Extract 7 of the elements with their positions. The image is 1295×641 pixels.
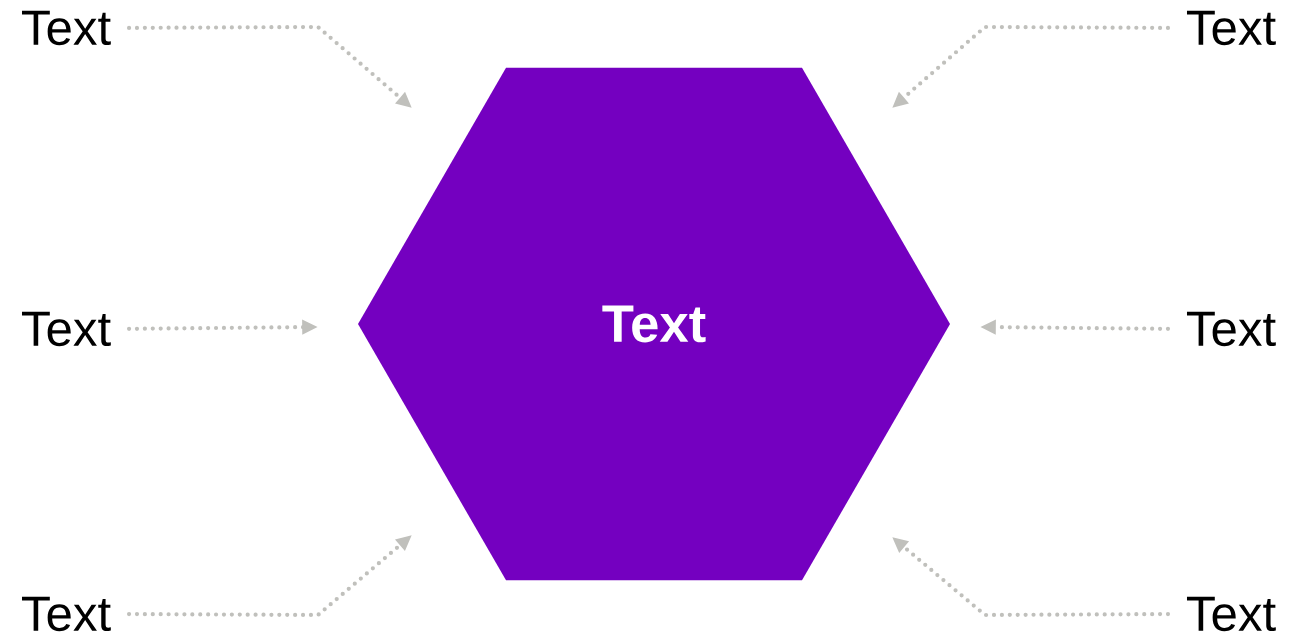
hexagon: Text xyxy=(358,67,950,581)
text-label: Text xyxy=(1187,10,1276,46)
text-label: Text xyxy=(22,10,111,46)
text-label: Text xyxy=(1187,311,1276,347)
text-label: Text xyxy=(22,596,111,632)
text-label: Text xyxy=(1187,596,1276,632)
text-label: Text xyxy=(22,311,111,347)
